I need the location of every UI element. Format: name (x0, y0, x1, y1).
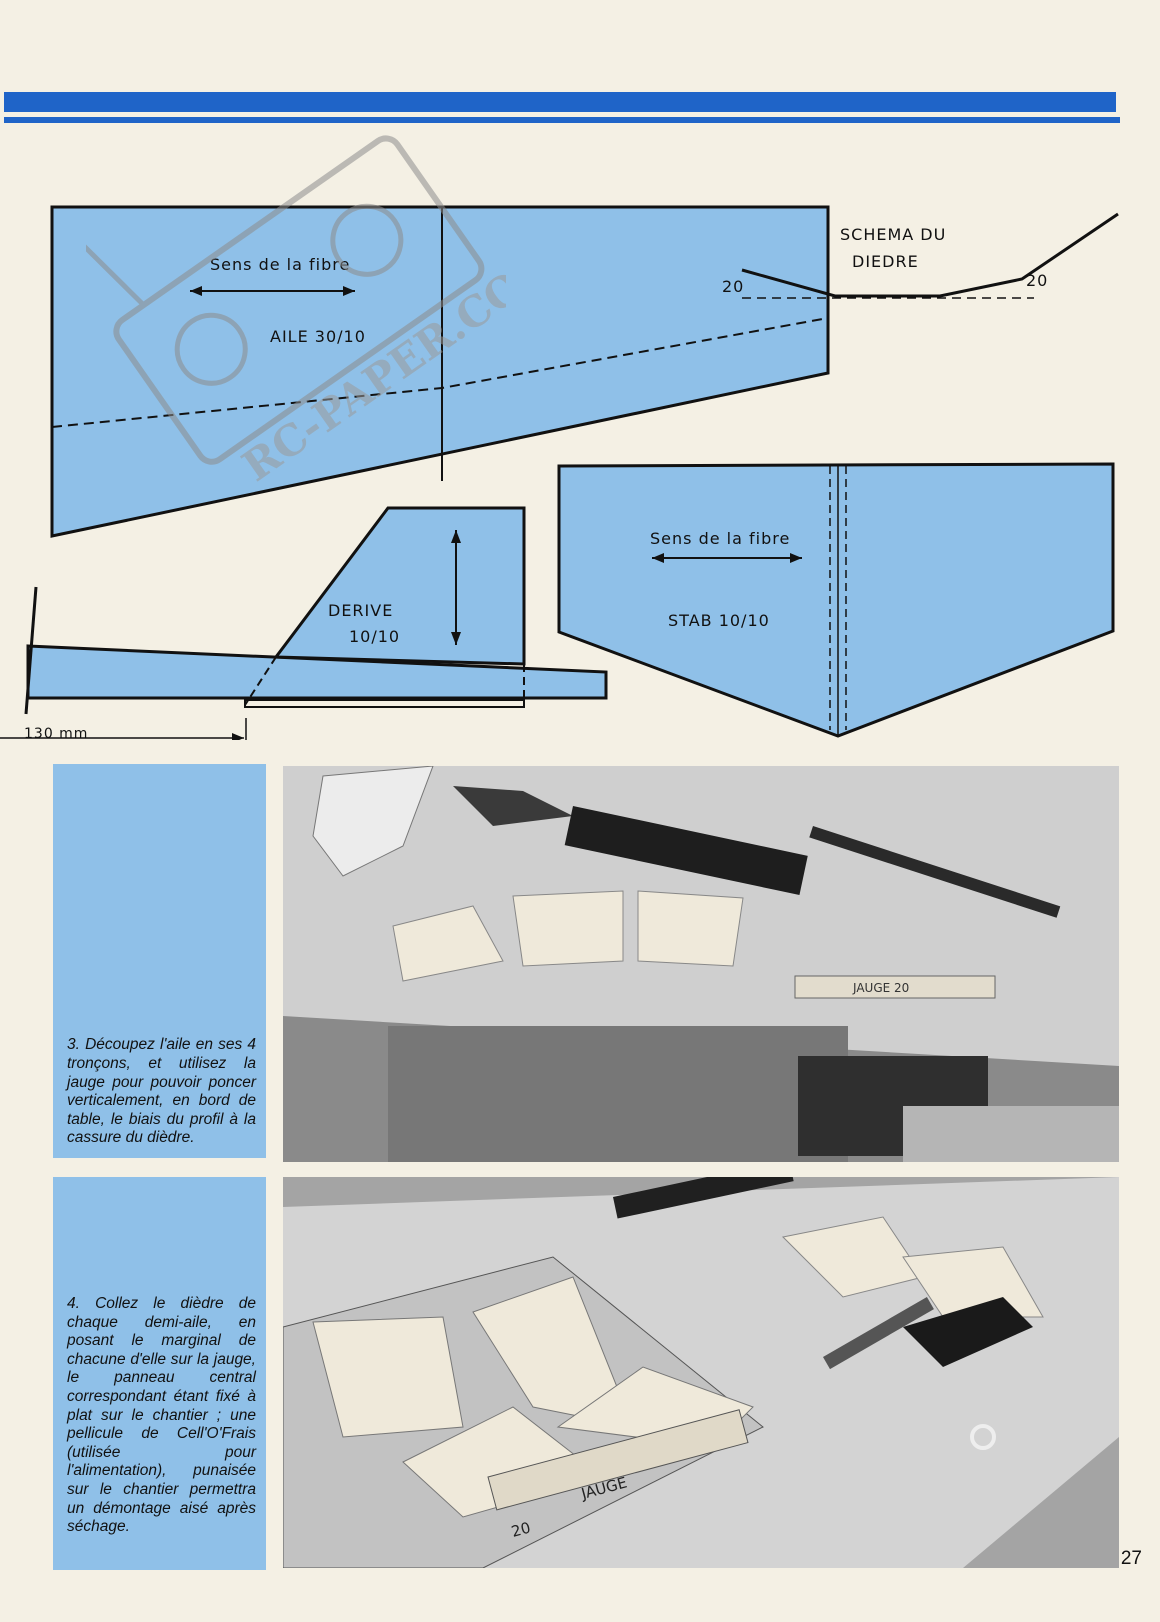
wing-grain-label: Sens de la fibre (210, 255, 350, 274)
dimension-label: 130 mm (24, 726, 88, 740)
photo3-gauge-text: JAUGE 20 (852, 981, 909, 995)
fin-label-2: 10/10 (349, 627, 400, 646)
plans-drawing: Sens de la fibre AILE 30/10 SCHEMA DU DI… (0, 205, 1119, 740)
caption-4: 4. Collez le dièdre de chaque demi-aile,… (67, 1295, 256, 1536)
wing-label: AILE 30/10 (270, 327, 366, 346)
caption-box-4: 4. Collez le dièdre de chaque demi-aile,… (53, 1177, 266, 1570)
header-stripe-thin (4, 117, 1120, 123)
photo-gluing-dihedral: JAUGE 20 (283, 1177, 1119, 1568)
header-stripe (4, 92, 1116, 112)
stab-plan: Sens de la fibre STAB 10/10 (557, 462, 1115, 738)
stab-label: STAB 10/10 (668, 611, 770, 630)
dihedral-title-1: SCHEMA DU (840, 225, 946, 244)
photo4-gauge-number: 20 (509, 1519, 532, 1541)
dihedral-right-value: 20 (1026, 271, 1048, 290)
caption-3: 3. Découpez l'aile en ses 4 tronçons, et… (67, 1036, 256, 1147)
caption-box-3: 3. Découpez l'aile en ses 4 tronçons, et… (53, 764, 266, 1158)
dihedral-title-2: DIEDRE (852, 252, 919, 271)
dihedral-schema: SCHEMA DU DIEDRE 20 20 (722, 212, 1119, 299)
dihedral-left-value: 20 (722, 277, 744, 296)
page-number: 27 (1120, 1548, 1142, 1569)
photo-sanding-pieces: JAUGE 20 (283, 766, 1119, 1162)
stab-grain-label: Sens de la fibre (650, 529, 790, 548)
fin-label-1: DERIVE (328, 601, 393, 620)
fin-plan: DERIVE 10/10 130 mm (0, 506, 608, 740)
